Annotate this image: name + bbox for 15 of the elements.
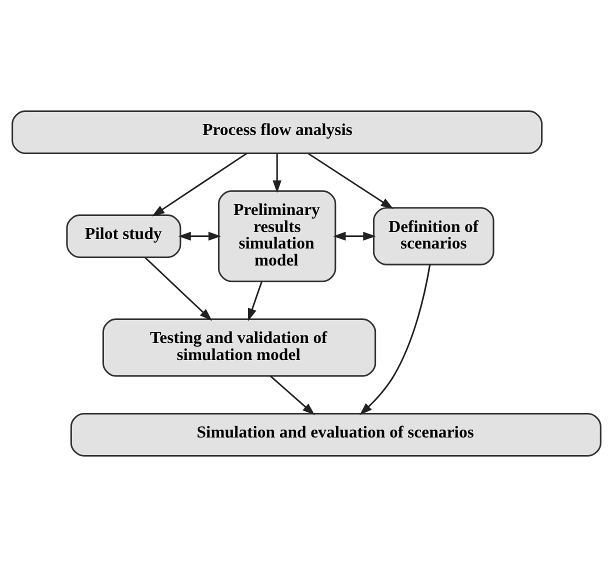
arrow bbox=[270, 374, 315, 415]
arrow bbox=[178, 231, 222, 240]
arrow bbox=[152, 152, 248, 216]
arrow bbox=[144, 256, 212, 320]
node-box: Preliminary results simulation model bbox=[218, 190, 336, 282]
arrow bbox=[333, 231, 376, 240]
node-box: Testing and validation of simulation model bbox=[102, 318, 376, 376]
arrow bbox=[272, 152, 282, 192]
node-box: Pilot study bbox=[66, 214, 182, 258]
node-box: Simulation and evaluation of scenarios bbox=[70, 412, 602, 456]
arrow bbox=[360, 264, 431, 415]
node-box: Definition of scenarios bbox=[372, 206, 494, 265]
node-box: Process flow analysis bbox=[12, 110, 543, 154]
arrow bbox=[308, 152, 394, 209]
arrow bbox=[248, 280, 263, 321]
